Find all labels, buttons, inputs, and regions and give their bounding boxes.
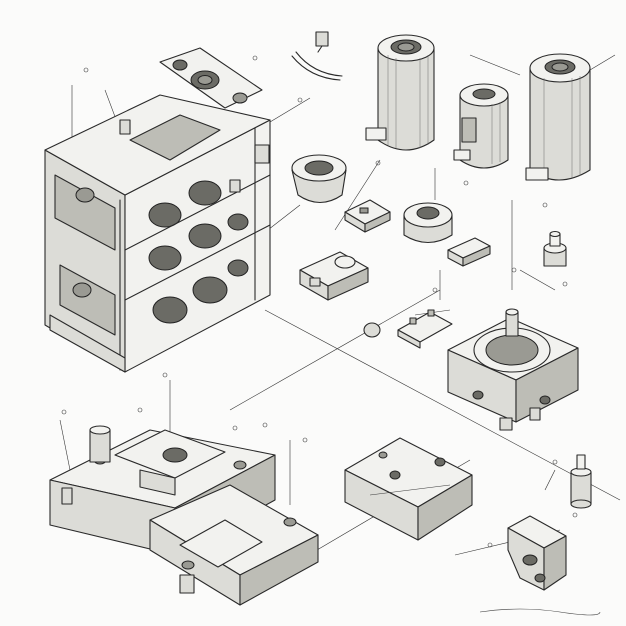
- corner-bracket: [507, 515, 567, 591]
- short-cylinder-middle: [453, 83, 509, 169]
- engine-block: [44, 47, 271, 373]
- motor-module: [299, 251, 369, 301]
- connector-plate: [363, 309, 453, 349]
- engine-bores: [148, 180, 249, 324]
- small-bolt: [543, 230, 567, 267]
- cup-bushing: [291, 154, 347, 204]
- tall-cylinder-left: [365, 34, 435, 151]
- flange-collar: [403, 202, 453, 244]
- housing-block: [447, 308, 579, 431]
- tall-cylinder-right: [525, 53, 591, 181]
- small-tab: [447, 237, 491, 267]
- curved-clip: [291, 31, 343, 81]
- small-fasteners: [61, 55, 578, 548]
- base-frame: [49, 425, 319, 606]
- signature-mark: [479, 608, 601, 616]
- slide-plate: [344, 437, 473, 541]
- small-plug: [570, 454, 592, 509]
- sensor-bracket: [344, 199, 391, 233]
